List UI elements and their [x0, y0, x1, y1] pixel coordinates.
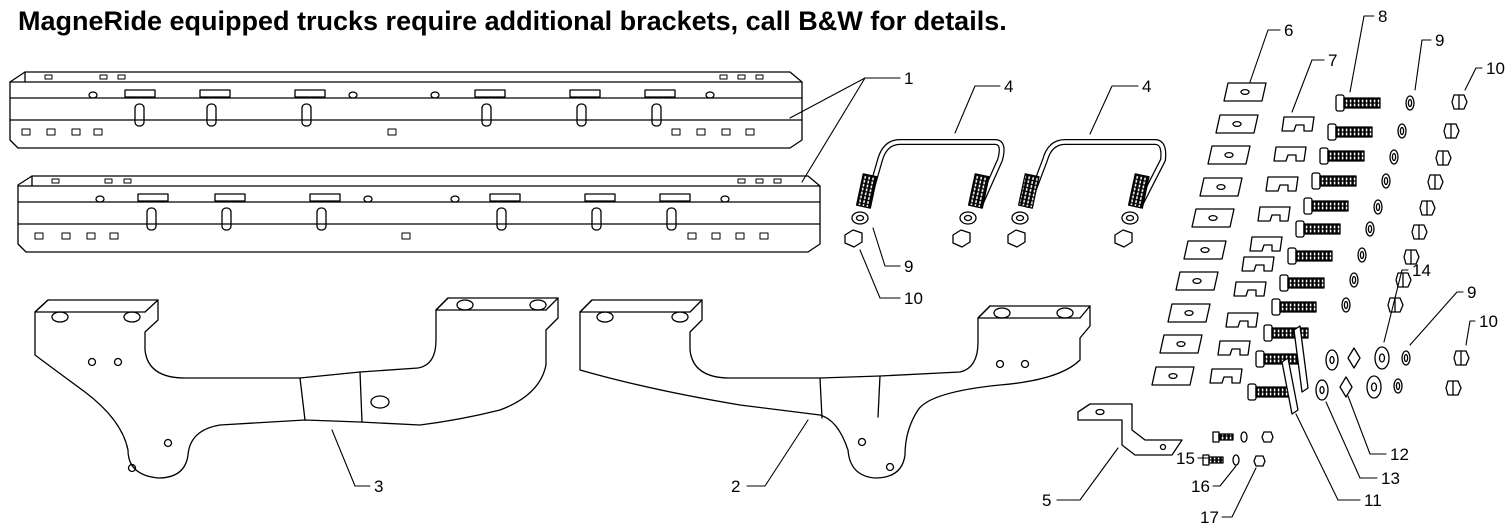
leader-lines — [331, 15, 1483, 518]
callout-8: 8 — [1378, 7, 1387, 26]
page-title: MagneRide equipped trucks require additi… — [18, 6, 1007, 36]
callout-7: 7 — [1328, 51, 1337, 70]
base-rails — [9, 71, 821, 253]
callout-15: 15 — [1176, 449, 1195, 468]
callout-13: 13 — [1381, 469, 1400, 488]
callout-16: 16 — [1191, 477, 1210, 496]
callout-14: 14 — [1412, 261, 1431, 280]
hardware-large-washers — [1315, 346, 1390, 401]
u-bolt-left — [844, 139, 1005, 248]
hardware-plates — [1151, 82, 1267, 386]
callout-9a: 9 — [904, 257, 913, 276]
callout-4b: 4 — [1142, 77, 1151, 96]
bracket-left — [34, 297, 559, 479]
callout-6: 6 — [1284, 21, 1293, 40]
hardware-nuts — [1387, 94, 1470, 396]
callout-10b: 10 — [1486, 59, 1505, 78]
rail-top — [9, 71, 803, 149]
callout-4a: 4 — [1004, 77, 1013, 96]
callout-1: 1 — [904, 69, 913, 88]
hardware-bolts — [1247, 94, 1381, 401]
hardware-square-washers — [1339, 347, 1361, 398]
bracket-right — [579, 299, 1091, 479]
callout-11: 11 — [1364, 491, 1382, 510]
hardware-straps — [1281, 325, 1309, 415]
callouts: 1 4 4 9 10 3 2 5 6 7 8 9 10 14 9 10 12 1… — [374, 7, 1505, 527]
callout-3: 3 — [374, 477, 383, 496]
rail-bottom — [17, 175, 821, 253]
callout-9c: 9 — [1467, 283, 1476, 302]
small-bracket — [1077, 403, 1183, 456]
callout-9b: 9 — [1435, 31, 1444, 50]
callout-17: 17 — [1200, 508, 1219, 527]
callout-5: 5 — [1042, 491, 1051, 510]
callout-10a: 10 — [904, 289, 923, 308]
u-bolt-right — [1007, 139, 1167, 248]
u-bolts — [844, 139, 1167, 248]
hardware-small-bolts — [1202, 431, 1274, 467]
callout-12: 12 — [1390, 445, 1409, 464]
callout-10c: 10 — [1479, 312, 1498, 331]
callout-2: 2 — [731, 477, 740, 496]
